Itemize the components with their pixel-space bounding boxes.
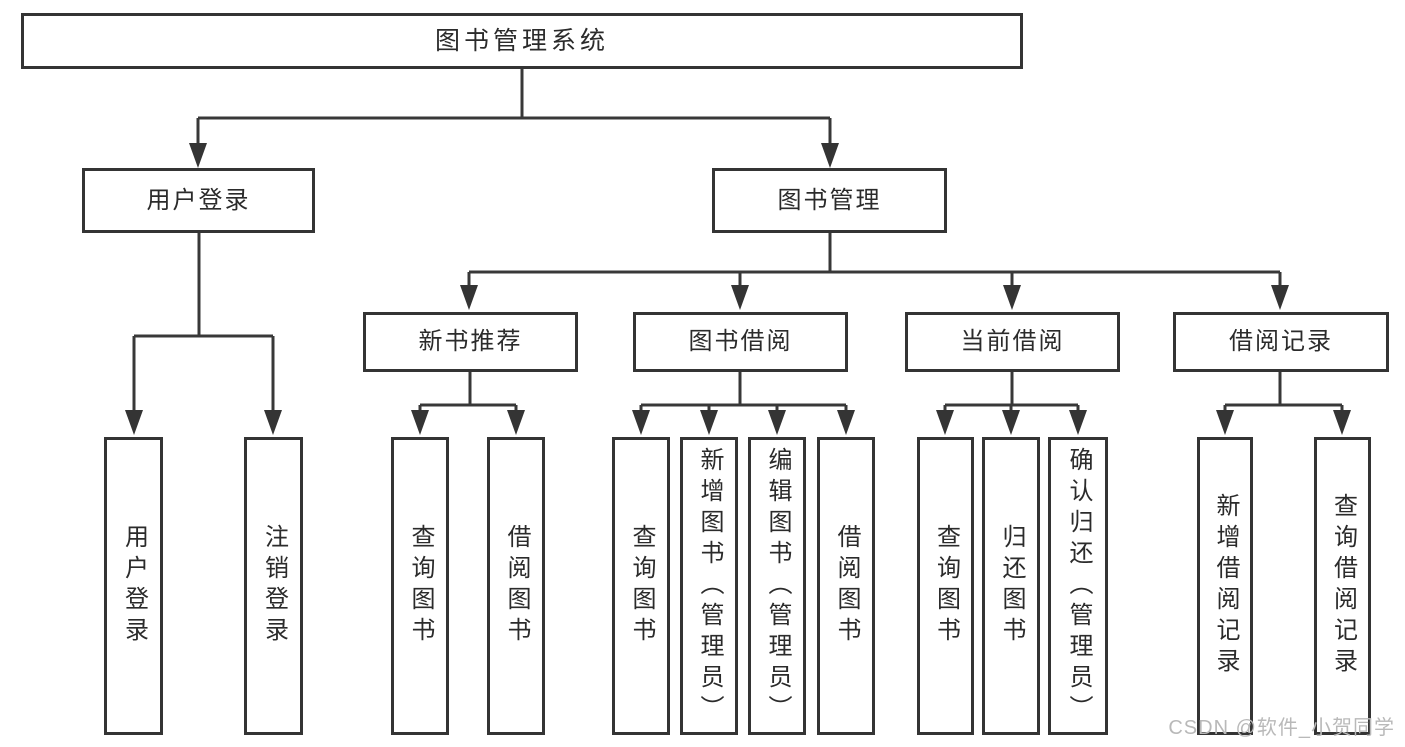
leaf-query-borrow-record: 查询借阅记录 [1314, 437, 1371, 735]
arrow-down-icon [1069, 410, 1087, 435]
arrow-down-icon [189, 143, 207, 168]
connector-borrow-records-group [1223, 372, 1344, 411]
leaf-edit-books-admin: 编辑图书（管理员） [748, 437, 806, 735]
leaf-add-borrow-record: 新增借阅记录 [1197, 437, 1253, 735]
leaf-query-books-recommend: 查询图书 [391, 437, 449, 735]
arrow-down-icon [731, 285, 749, 310]
arrow-down-icon [1271, 285, 1289, 310]
leaf-query-books-borrow: 查询图书 [612, 437, 670, 735]
leaf-confirm-return-admin: 确认归还（管理员） [1048, 437, 1108, 735]
arrow-down-icon [460, 285, 478, 310]
arrow-down-icon [821, 143, 839, 168]
node-current-borrowing: 当前借阅 [905, 312, 1120, 372]
leaf-borrow-books-borrow: 借阅图书 [817, 437, 875, 735]
node-new-book-recommendation: 新书推荐 [363, 312, 578, 372]
leaf-logout-login: 注销登录 [244, 437, 303, 735]
connector-user-login-group [132, 233, 275, 412]
connector-book-mgmt-to-level3 [467, 233, 1282, 287]
connector-root-to-level2 [196, 69, 832, 145]
connector-current-borrow-group [943, 372, 1080, 411]
arrow-down-icon [1333, 410, 1351, 435]
leaf-borrow-books-recommend: 借阅图书 [487, 437, 545, 735]
arrow-down-icon [632, 410, 650, 435]
arrow-down-icon [1003, 285, 1021, 310]
node-library-management-system: 图书管理系统 [21, 13, 1023, 69]
arrow-down-icon [125, 410, 143, 435]
connector-book-borrow-group [639, 372, 848, 411]
arrow-down-icon [700, 410, 718, 435]
node-book-borrowing: 图书借阅 [633, 312, 848, 372]
node-user-login: 用户登录 [82, 168, 315, 233]
arrow-down-icon [411, 410, 429, 435]
connector-new-recommend-group [418, 372, 518, 411]
arrow-down-icon [264, 410, 282, 435]
arrow-down-icon [1216, 410, 1234, 435]
node-borrowing-records: 借阅记录 [1173, 312, 1389, 372]
leaf-return-books: 归还图书 [982, 437, 1040, 735]
arrow-down-icon [1002, 410, 1020, 435]
arrow-down-icon [768, 410, 786, 435]
leaf-add-books-admin: 新增图书（管理员） [680, 437, 738, 735]
connector-path-group [132, 69, 1344, 412]
arrow-down-icon [507, 410, 525, 435]
arrow-down-icon [837, 410, 855, 435]
watermark: CSDN @软件_小贺同学 [1168, 717, 1395, 739]
arrowhead-group [125, 143, 1351, 435]
node-book-management: 图书管理 [712, 168, 947, 233]
leaf-query-books-current: 查询图书 [917, 437, 974, 735]
leaf-user-login: 用户登录 [104, 437, 163, 735]
arrow-down-icon [936, 410, 954, 435]
